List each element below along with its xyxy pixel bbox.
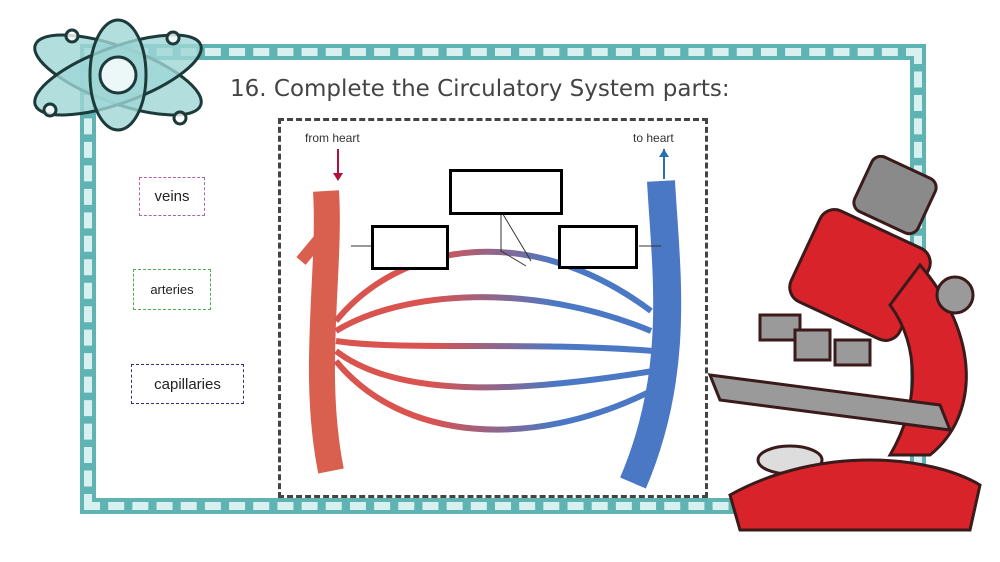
atom-icon [33, 18, 203, 132]
tile-capillaries[interactable]: capillaries [131, 364, 244, 404]
tile-veins[interactable]: veins [139, 177, 205, 216]
tile-arteries[interactable]: arteries [133, 269, 211, 310]
blood-vessels-illustration [296, 149, 682, 489]
to-heart-label: to heart [633, 131, 674, 145]
drop-zone-left[interactable] [371, 225, 449, 270]
decorative-frame [80, 44, 926, 514]
drop-zone-top[interactable] [449, 169, 563, 215]
circulatory-diagram: from heart to heart [278, 118, 708, 498]
from-heart-label: from heart [305, 131, 360, 145]
microscope-icon [707, 155, 982, 532]
drop-zone-right[interactable] [558, 225, 638, 269]
question-title: 16. Complete the Circulatory System part… [230, 76, 730, 102]
